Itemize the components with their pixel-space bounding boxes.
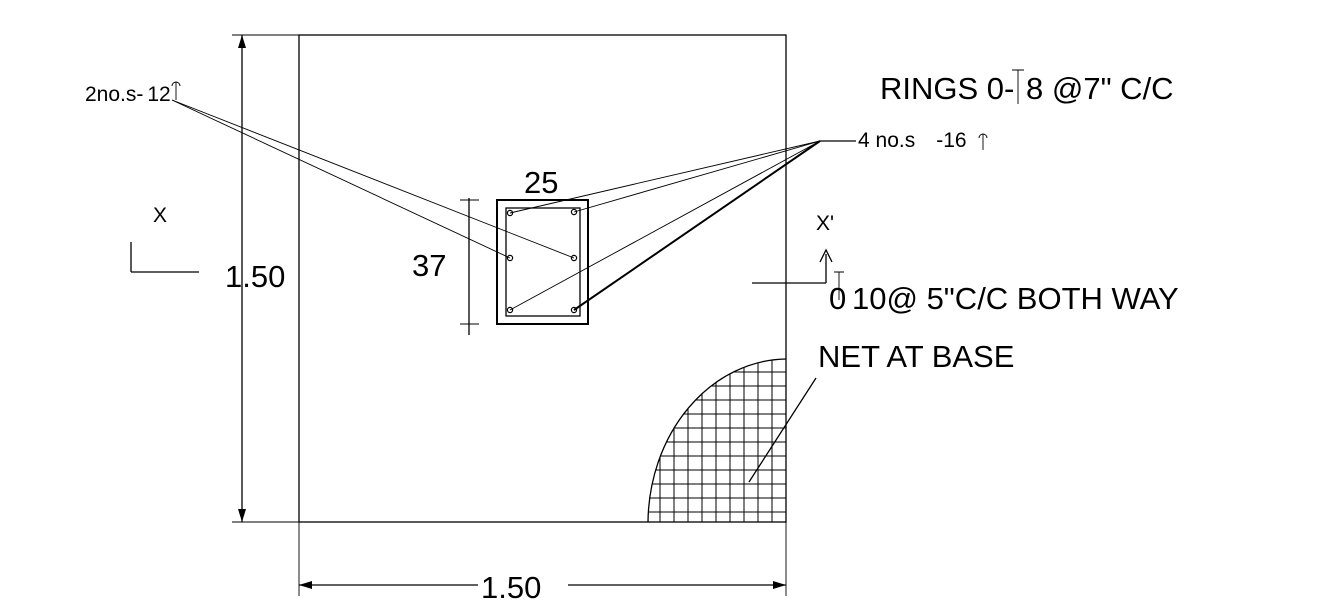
column-width-label: 25 — [524, 165, 558, 200]
section-x-label: X — [153, 204, 167, 227]
mesh-prefix: 0 — [829, 281, 846, 316]
side-bars-label: 2no.s-12 — [85, 83, 171, 106]
main-bars-label: 4 no.s-16 — [858, 129, 967, 152]
dia-symbol-icon — [834, 271, 844, 300]
rings-spec: 8 @7" C/C — [1026, 71, 1174, 106]
section-x-marker: X — [130, 204, 199, 273]
side-bars-leader: 2no.s-12 — [85, 81, 575, 259]
arrow-up-icon — [819, 248, 833, 263]
mesh-spec-group: 0 10@ 5"C/C BOTH WAY NET AT BASE — [818, 271, 1179, 374]
column-depth-dimension: 37 — [412, 198, 479, 335]
footing-height-label: 1.50 — [225, 259, 285, 294]
mesh-arc — [647, 358, 787, 523]
dia-symbol-icon — [978, 133, 988, 150]
mesh-spec: 10@ 5"C/C BOTH WAY — [852, 281, 1179, 316]
net-leader — [748, 377, 817, 483]
column-depth-label: 37 — [412, 248, 446, 283]
column-section — [496, 199, 589, 325]
footing-width-label: 1.50 — [481, 570, 541, 605]
dia-symbol-icon — [1012, 69, 1024, 104]
rings-label-group: RINGS 0- 8 @7" C/C — [880, 69, 1174, 106]
column-ring — [505, 207, 581, 317]
section-x-prime-marker: X' — [752, 212, 834, 284]
footing-outline — [298, 34, 787, 523]
dia-symbol-icon — [171, 81, 181, 100]
rings-label: RINGS 0- — [880, 71, 1014, 106]
column-outline — [496, 199, 589, 325]
main-bars-leader: 4 no.s-16 — [509, 129, 988, 311]
net-at-base-label: NET AT BASE — [818, 339, 1014, 374]
section-x-prime-label: X' — [816, 212, 834, 235]
footing-height-dimension: 1.50 — [225, 34, 326, 523]
base-mesh — [647, 358, 787, 523]
footing-width-dimension: 1.50 — [298, 522, 787, 605]
